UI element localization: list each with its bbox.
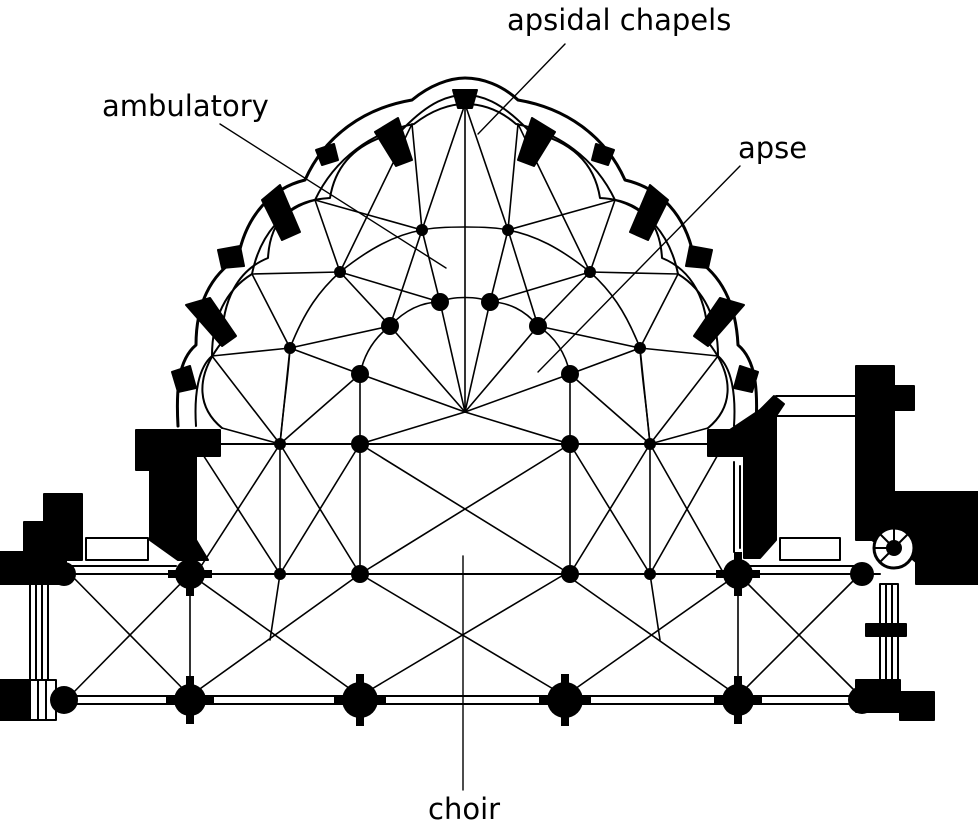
label-apse: apse [738,131,808,165]
leader-apsidal-chapels [477,43,566,135]
buttresses [171,89,759,393]
label-choir: choir [428,792,501,826]
label-leader-lines [219,43,741,791]
label-ambulatory: ambulatory [102,89,269,123]
left-wall-block [0,429,221,721]
piers [274,224,656,583]
leader-ambulatory [219,123,447,269]
label-apsidal-chapels: apsidal chapels [507,3,732,37]
leader-apse [537,165,741,373]
ambulatory-vault-ribs [211,103,719,445]
right-wall-block [707,365,978,721]
chevet-outer-wall [175,76,759,428]
